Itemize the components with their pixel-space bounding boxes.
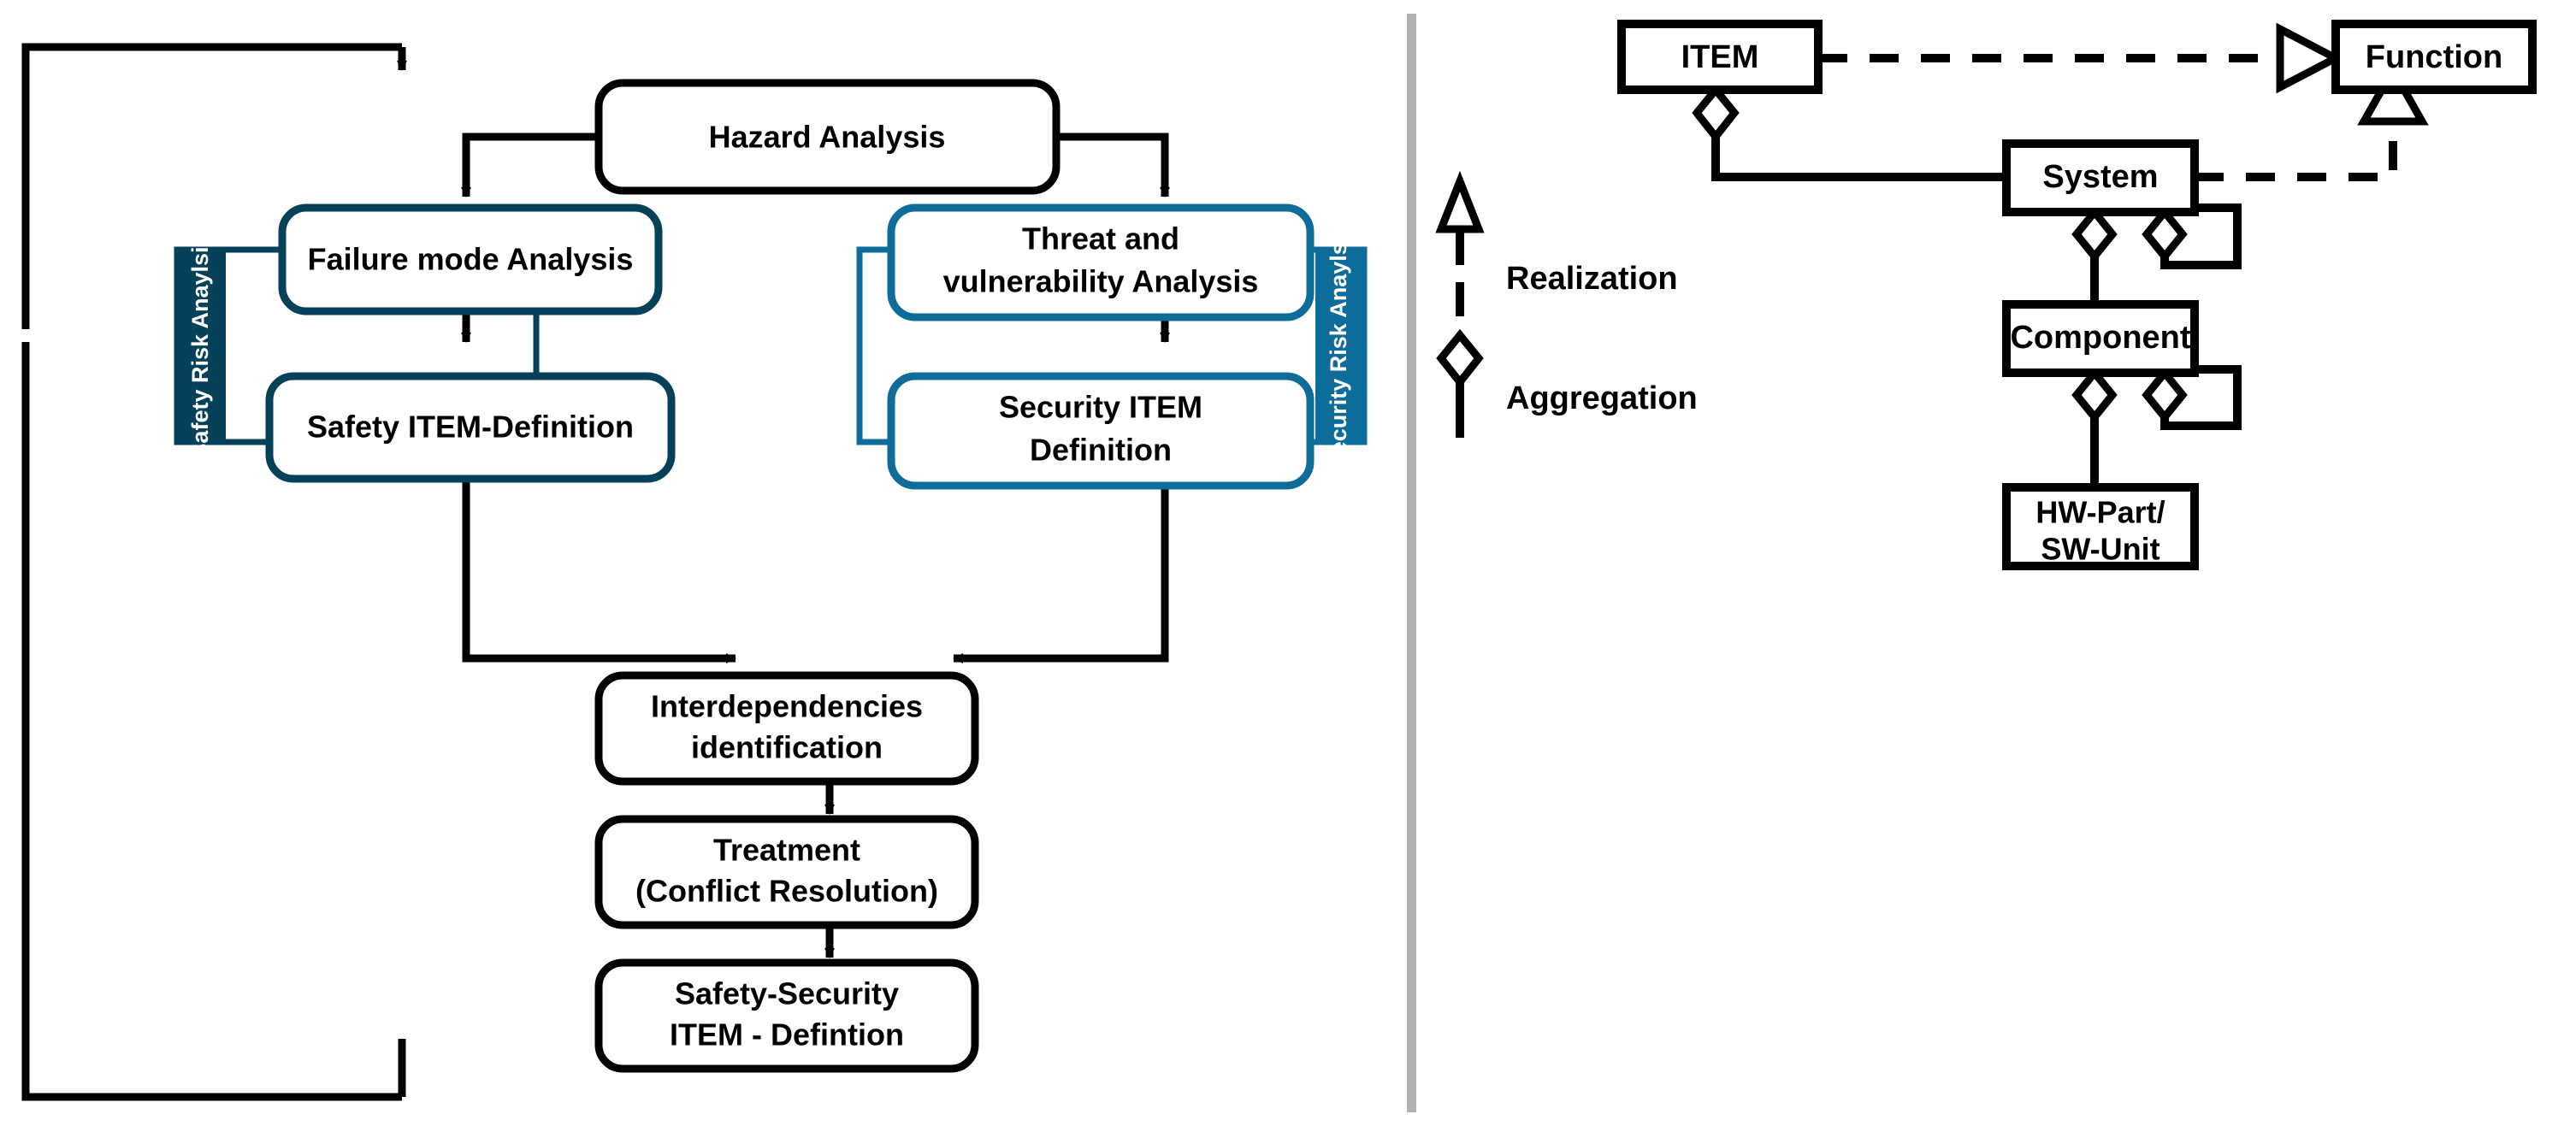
node-threat-vulnerability-analysis-line2: vulnerability Analysis — [943, 264, 1259, 299]
uml-class-system-label: System — [2042, 159, 2158, 195]
node-hazard-analysis-label: Hazard Analysis — [709, 120, 946, 155]
node-security-item-definition-line2: Definition — [1030, 433, 1172, 468]
safety-swimlane-label: Safety Risk Anaylsis — [187, 233, 213, 458]
process-flow-panel: Safety Risk Anaylsis Security Risk Anayl… — [21, 43, 1368, 1101]
uml-class-item[interactable]: ITEM — [1617, 20, 1823, 94]
node-security-item-definition-line1: Security ITEM — [999, 390, 1202, 425]
relation-item-aggregates-system — [1692, 83, 2006, 181]
relation-system-self-aggregation — [2142, 203, 2242, 269]
security-swimlane-label: Security Risk Anaylsis — [1326, 223, 1351, 470]
node-treatment-line1: Treatment — [713, 833, 860, 868]
uml-class-component-label: Component — [2010, 320, 2190, 356]
relation-component-self-aggregation — [2142, 365, 2242, 430]
node-security-item-definition[interactable]: Security ITEM Definition — [887, 372, 1315, 490]
legend-aggregation-symbol — [1436, 328, 1484, 438]
node-interdependencies-identification[interactable]: Interdependencies identification — [594, 671, 979, 786]
uml-class-hw-sw-unit-line1: HW-Part/ — [2035, 495, 2165, 530]
uml-class-function-label: Function — [2366, 39, 2502, 75]
legend-realization-label: Realization — [1506, 261, 1678, 297]
node-safety-item-definition-label: Safety ITEM-Definition — [307, 410, 634, 445]
node-safety-security-line1: Safety-Security — [675, 976, 899, 1011]
outer-feedback-loop — [21, 43, 407, 1101]
node-safety-security-line2: ITEM - Defintion — [670, 1017, 904, 1052]
legend-aggregation-label: Aggregation — [1506, 380, 1698, 416]
relation-system-realizes-function — [2195, 62, 2429, 181]
node-interdependencies-line2: identification — [691, 730, 883, 765]
uml-class-panel: ITEM Function System Component HW-Part/ … — [1435, 20, 2537, 570]
uml-class-hw-sw-unit-line2: SW-Unit — [2041, 532, 2159, 567]
panel-divider — [1407, 14, 1416, 1112]
node-treatment-line2: (Conflict Resolution) — [635, 874, 938, 909]
node-hazard-analysis[interactable]: Hazard Analysis — [594, 79, 1061, 195]
uml-class-item-label: ITEM — [1681, 39, 1759, 75]
uml-class-system[interactable]: System — [2002, 139, 2199, 216]
node-threat-vulnerability-analysis[interactable]: Threat and vulnerability Analysis — [887, 203, 1315, 321]
node-safety-item-definition[interactable]: Safety ITEM-Definition — [265, 372, 676, 483]
legend-realization-symbol — [1435, 170, 1485, 316]
node-failure-mode-analysis[interactable]: Failure mode Analysis — [278, 203, 663, 315]
node-treatment[interactable]: Treatment (Conflict Resolution) — [594, 815, 979, 929]
relation-item-realizes-function — [1818, 22, 2344, 94]
uml-class-hw-sw-unit[interactable]: HW-Part/ SW-Unit — [2002, 483, 2199, 570]
relation-system-aggregates-component — [2071, 205, 2118, 310]
node-interdependencies-line1: Interdependencies — [651, 689, 923, 724]
relation-component-aggregates-hwsw — [2071, 366, 2118, 492]
uml-legend: Realization Aggregation — [1435, 170, 1698, 438]
node-threat-vulnerability-analysis-line1: Threat and — [1022, 221, 1179, 256]
uml-class-function[interactable]: Function — [2331, 20, 2537, 94]
uml-relations — [1692, 22, 2429, 492]
uml-class-component[interactable]: Component — [2002, 300, 2199, 377]
node-failure-mode-analysis-label: Failure mode Analysis — [308, 242, 634, 277]
node-safety-security-item-definition[interactable]: Safety-Security ITEM - Defintion — [594, 958, 979, 1073]
